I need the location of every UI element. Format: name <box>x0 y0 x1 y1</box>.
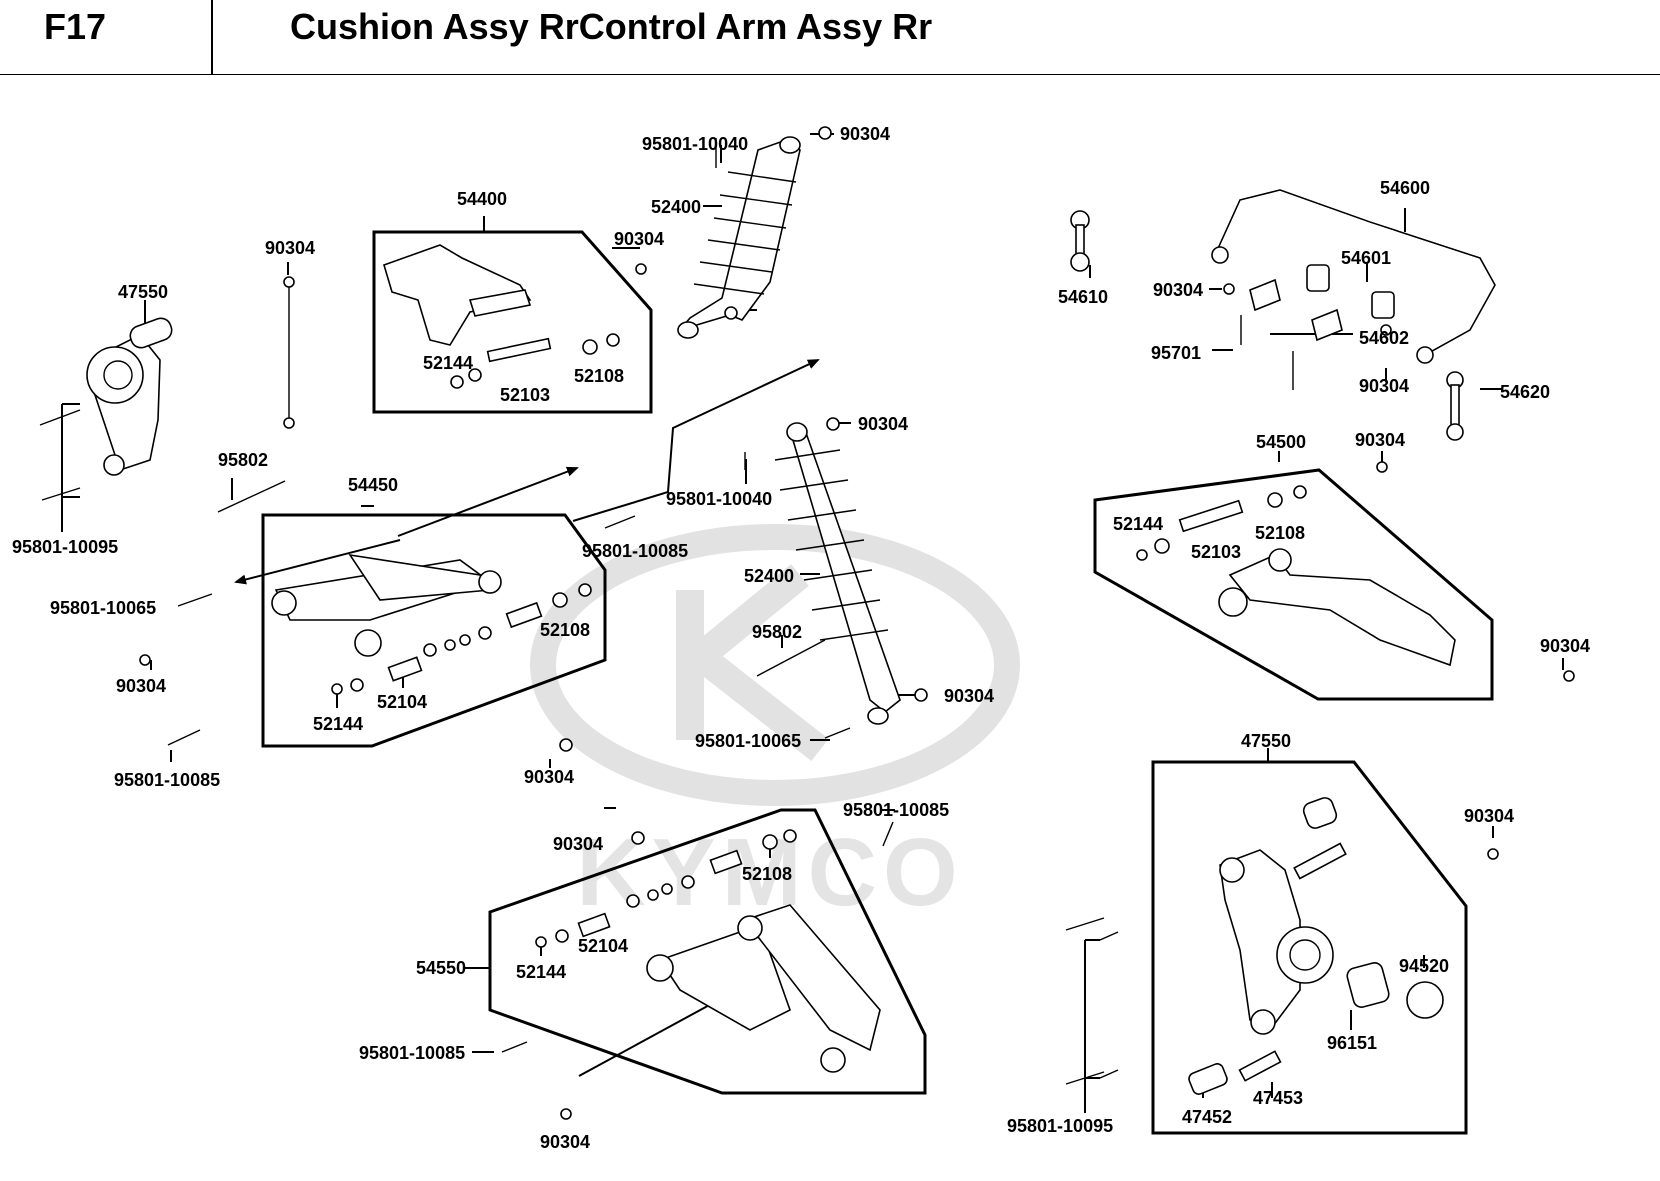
shock-absorber-upper <box>677 136 801 339</box>
part-label: 96151 <box>1327 1033 1377 1053</box>
part-label: 52144 <box>423 353 473 373</box>
part-label: 52108 <box>742 864 792 884</box>
part-label: 95801-10095 <box>12 537 118 557</box>
part-label: 95801-10085 <box>359 1043 465 1063</box>
box-54450 <box>261 513 607 748</box>
arrow-icon <box>572 359 820 522</box>
part-label: 52104 <box>377 692 427 712</box>
part-label: 90304 <box>1540 636 1590 656</box>
part-label: 90304 <box>540 1132 590 1152</box>
part-label: 90304 <box>858 414 908 434</box>
part-label: 52144 <box>516 962 566 982</box>
part-label: 95801-10040 <box>642 134 748 154</box>
part-label: 94520 <box>1399 956 1449 976</box>
part-label: 54602 <box>1359 328 1409 348</box>
watermark-k-icon <box>676 564 829 762</box>
part-label: 90304 <box>1153 280 1203 300</box>
part-label: 90304 <box>116 676 166 696</box>
part-label: 90304 <box>840 124 890 144</box>
part-label: 95801-10040 <box>666 489 772 509</box>
part-label: 52144 <box>313 714 363 734</box>
control-arm-54450 <box>271 553 592 695</box>
part-label: 52108 <box>540 620 590 640</box>
box-47550 <box>1151 760 1468 1135</box>
fasteners <box>39 126 1575 1120</box>
shock-absorber-lower <box>774 422 901 725</box>
stabilizer-link-54610 <box>1070 210 1090 272</box>
control-arm-54500 <box>1136 485 1456 667</box>
control-arm-54400 <box>383 244 620 389</box>
part-label: 90304 <box>1464 806 1514 826</box>
figure-code: F17 <box>44 6 107 47</box>
control-arm-54550 <box>535 829 881 1073</box>
part-label: 54620 <box>1500 382 1550 402</box>
arrow-icon <box>234 539 401 585</box>
part-label: 54400 <box>457 189 507 209</box>
part-label: 54610 <box>1058 287 1108 307</box>
part-label: 52103 <box>1191 542 1241 562</box>
stabilizer-bar-54600 <box>1211 189 1496 364</box>
knuckle-47550-right <box>1188 797 1444 1095</box>
knuckle-47550-left <box>86 317 173 476</box>
part-label: 90304 <box>265 238 315 258</box>
part-label: 95801-10065 <box>50 598 156 618</box>
part-label: 95802 <box>218 450 268 470</box>
box-54400 <box>372 230 653 414</box>
part-label: 90304 <box>553 834 603 854</box>
box-54550 <box>488 808 927 1095</box>
part-label: 47550 <box>1241 731 1291 751</box>
part-label: 90304 <box>614 229 664 249</box>
part-label: 90304 <box>1359 376 1409 396</box>
box-54500 <box>1093 468 1494 701</box>
part-label: 47452 <box>1182 1107 1232 1127</box>
part-label: 54601 <box>1341 248 1391 268</box>
part-label: 52103 <box>500 385 550 405</box>
part-label: 52108 <box>1255 523 1305 543</box>
part-label: 47550 <box>118 282 168 302</box>
part-label: 52108 <box>574 366 624 386</box>
part-label: 95701 <box>1151 343 1201 363</box>
part-label: 95802 <box>752 622 802 642</box>
part-label: 54450 <box>348 475 398 495</box>
part-label: 52144 <box>1113 514 1163 534</box>
arrow-icon <box>397 466 579 537</box>
part-label: 90304 <box>524 767 574 787</box>
page-title: Cushion Assy RrControl Arm Assy Rr <box>290 6 933 47</box>
part-label: 54600 <box>1380 178 1430 198</box>
part-label: 54550 <box>416 958 466 978</box>
part-label: 90304 <box>944 686 994 706</box>
part-label: 95801-10095 <box>1007 1116 1113 1136</box>
part-label: 52400 <box>651 197 701 217</box>
part-label: 95801-10065 <box>695 731 801 751</box>
part-label: 95801-10085 <box>582 541 688 561</box>
part-label: 52104 <box>578 936 628 956</box>
part-label: 47453 <box>1253 1088 1303 1108</box>
part-label: 95801-10085 <box>114 770 220 790</box>
watermark-ring <box>530 524 1020 806</box>
part-label: 54500 <box>1256 432 1306 452</box>
header-divider <box>211 0 213 74</box>
page-header: F17 Cushion Assy RrControl Arm Assy Rr <box>0 0 1660 75</box>
stabilizer-link-54620 <box>1446 371 1464 441</box>
part-label: 90304 <box>1355 430 1405 450</box>
part-number-labels: 90304 95801-10040 52400 54400 90304 9030… <box>12 124 1590 1152</box>
part-label: 52400 <box>744 566 794 586</box>
part-label: 95801-10085 <box>843 800 949 820</box>
